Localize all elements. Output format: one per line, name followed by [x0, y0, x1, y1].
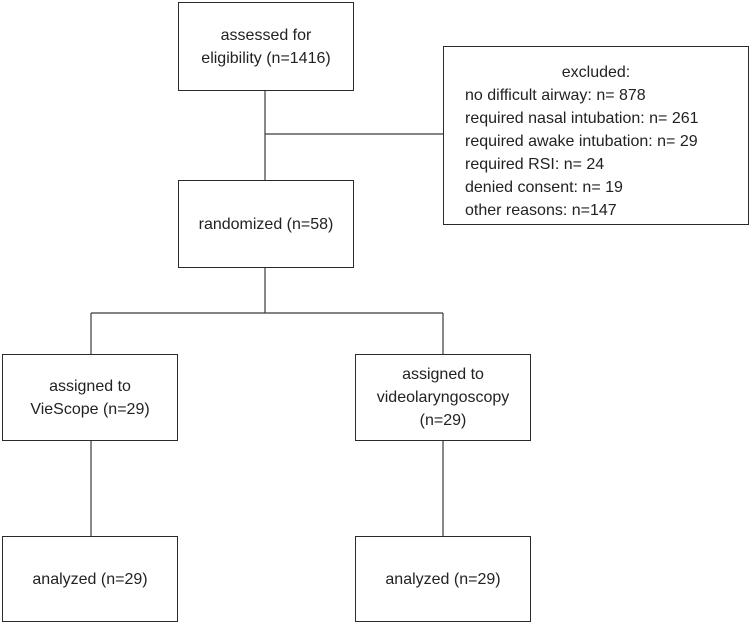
excluded-reason-awake-intubation: required awake intubation: n= 29 [465, 133, 698, 150]
excluded-reason-denied-consent: denied consent: n= 19 [465, 179, 623, 196]
arm-viescope-line-2: VieScope (n=29) [30, 400, 150, 418]
excluded-reason-rsi: required RSI: n= 24 [465, 156, 605, 173]
excluded-box: excluded: no difficult airway: n= 878 re… [443, 46, 749, 225]
analyzed-videolaryngoscopy-box: analyzed (n=29) [355, 536, 531, 622]
arm-videolaryngoscopy-box: assigned to videolaryngoscopy (n=29) [355, 354, 531, 441]
assessed-line-1: assessed for [220, 26, 312, 44]
arm-viescope-box: assigned to VieScope (n=29) [2, 354, 178, 441]
analyzed-videolaryngoscopy-label: analyzed (n=29) [385, 570, 501, 588]
arm-videolaryngoscopy-line-3: (n=29) [419, 412, 467, 429]
assessed-line-2: eligibility (n=1416) [201, 49, 331, 67]
arm-viescope-line-1: assigned to [49, 377, 131, 395]
excluded-reason-other: other reasons: n=147 [465, 202, 617, 219]
assessed-box: assessed for eligibility (n=1416) [178, 2, 354, 91]
randomized-label: randomized (n=58) [198, 215, 334, 233]
analyzed-viescope-label: analyzed (n=29) [32, 570, 148, 588]
arm-videolaryngoscopy-line-2: videolaryngoscopy [376, 389, 510, 406]
randomized-box: randomized (n=58) [178, 180, 354, 268]
excluded-reason-nasal-intubation: required nasal intubation: n= 261 [465, 110, 699, 127]
excluded-reason-no-difficult-airway: no difficult airway: n= 878 [465, 87, 646, 104]
excluded-heading: excluded: [561, 64, 631, 81]
arm-videolaryngoscopy-line-1: assigned to [402, 366, 484, 383]
analyzed-viescope-box: analyzed (n=29) [2, 536, 178, 622]
